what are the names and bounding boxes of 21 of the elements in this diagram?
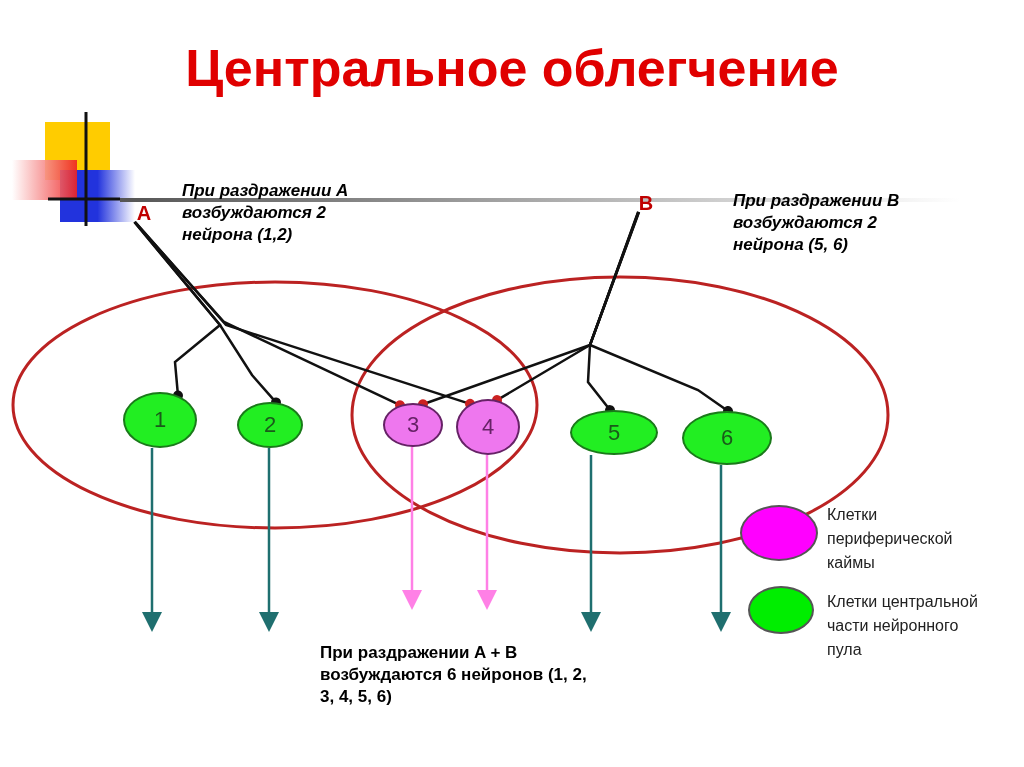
neuron-cell: 2 xyxy=(237,402,303,448)
neuron-cell: 4 xyxy=(456,399,520,455)
neuron-cell: 6 xyxy=(682,411,772,465)
connector xyxy=(581,455,601,632)
neuron-cell: 3 xyxy=(383,403,443,447)
connector xyxy=(134,221,475,409)
legend-text: Клетки периферической каймы xyxy=(827,505,954,573)
connector xyxy=(259,448,279,632)
connector xyxy=(142,448,162,632)
neuron-cell: 1 xyxy=(123,392,197,448)
connector xyxy=(477,455,497,610)
annotation-text: При раздражении B возбуждаются 2 нейрона (5, 6) xyxy=(733,190,901,256)
connector xyxy=(711,465,731,632)
annotation-text: При раздражении A возбуждаются 2 нейрона (1,2) xyxy=(182,180,349,246)
annotation-text: При раздражении A + B возбуждаются 6 нейронов (1, 2, 3, 4, 5, 6) xyxy=(320,642,588,708)
stimulus-label: B xyxy=(636,190,656,216)
connector xyxy=(402,447,422,610)
legend-text: Клетки центральной части нейронного пула xyxy=(827,592,979,660)
neuron-cell: 5 xyxy=(570,410,658,455)
title: Центральное облегчение xyxy=(184,38,840,98)
stimulus-label: A xyxy=(134,200,154,226)
